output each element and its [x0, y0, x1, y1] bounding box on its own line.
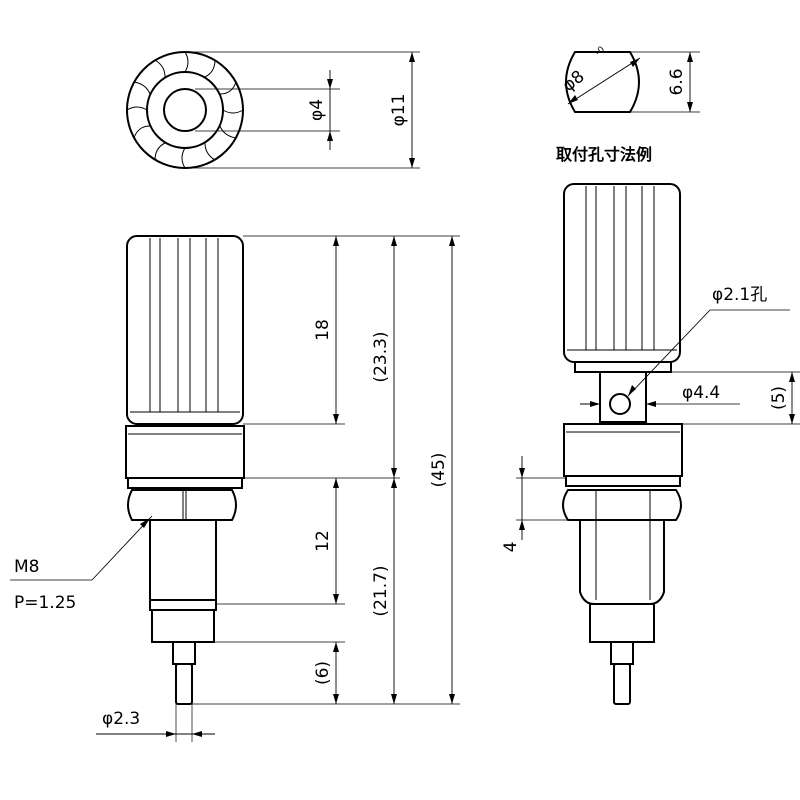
dim-label-outer: φ11 [389, 94, 409, 127]
side-hex-nut [562, 489, 682, 521]
top-view-inner-ring [146, 71, 224, 149]
dim-label-lower-length: (21.7) [371, 565, 391, 616]
top-view: φ4 φ11 [126, 51, 420, 169]
top-view-outer-circle [126, 51, 244, 169]
front-pin-upper [172, 641, 196, 665]
dim-label-total-length: (45) [429, 453, 449, 488]
front-hex-nut [127, 489, 237, 521]
mount-hole-title: 取付孔寸法例 [556, 145, 652, 164]
side-pin-upper [610, 641, 634, 665]
dim-label-mount-flat: 6.6 [667, 68, 687, 95]
side-knob-flutes [585, 186, 655, 350]
front-pin-tip [175, 663, 193, 705]
side-pin-tip [613, 663, 631, 705]
side-cross-hole [609, 393, 631, 415]
cross-post-label: φ4.4 [682, 383, 720, 403]
front-view: M8 P=1.25 φ2.3 18 (23.3) (45) [10, 235, 460, 742]
front-lower-body [151, 609, 215, 643]
dim-label-cross-position: (5) [769, 386, 789, 410]
side-lower-body [589, 603, 655, 643]
mount-hole-view: φ8 -0 6.6 取付孔寸法例 [556, 45, 700, 164]
side-view: φ2.1孔 φ4.4 (5) 4 [501, 183, 800, 705]
dim-label-nut-thickness: 4 [501, 542, 521, 553]
cross-hole-leader [627, 309, 711, 397]
mount-hole-diameter-line [567, 57, 641, 105]
side-post [599, 371, 647, 423]
dim-label-bore: φ4 [307, 99, 327, 121]
thread-leader [91, 515, 153, 581]
side-knob-body [563, 183, 681, 363]
front-knob-flutes [149, 238, 219, 412]
thread-spec-line1: M8 [14, 557, 39, 577]
dim-label-pin-diameter: φ2.3 [102, 709, 140, 729]
thread-spec-line2: P=1.25 [14, 593, 76, 613]
dim-label-knob-length: 18 [313, 319, 333, 341]
mount-hole-tolerance-label: -0 [594, 45, 607, 59]
front-knob-body [126, 235, 244, 425]
cross-hole-label: φ2.1孔 [712, 285, 767, 305]
top-view-bore [163, 88, 207, 132]
front-thread-body [149, 519, 217, 601]
dim-label-pin-length: (6) [313, 661, 333, 685]
mount-hole-diameter-label: φ8 [559, 67, 589, 96]
dim-label-thread-length: 12 [313, 530, 333, 552]
dim-label-upper-length: (23.3) [371, 331, 391, 382]
side-thread-body [579, 519, 665, 605]
top-view-knurl-scallops [126, 51, 244, 169]
